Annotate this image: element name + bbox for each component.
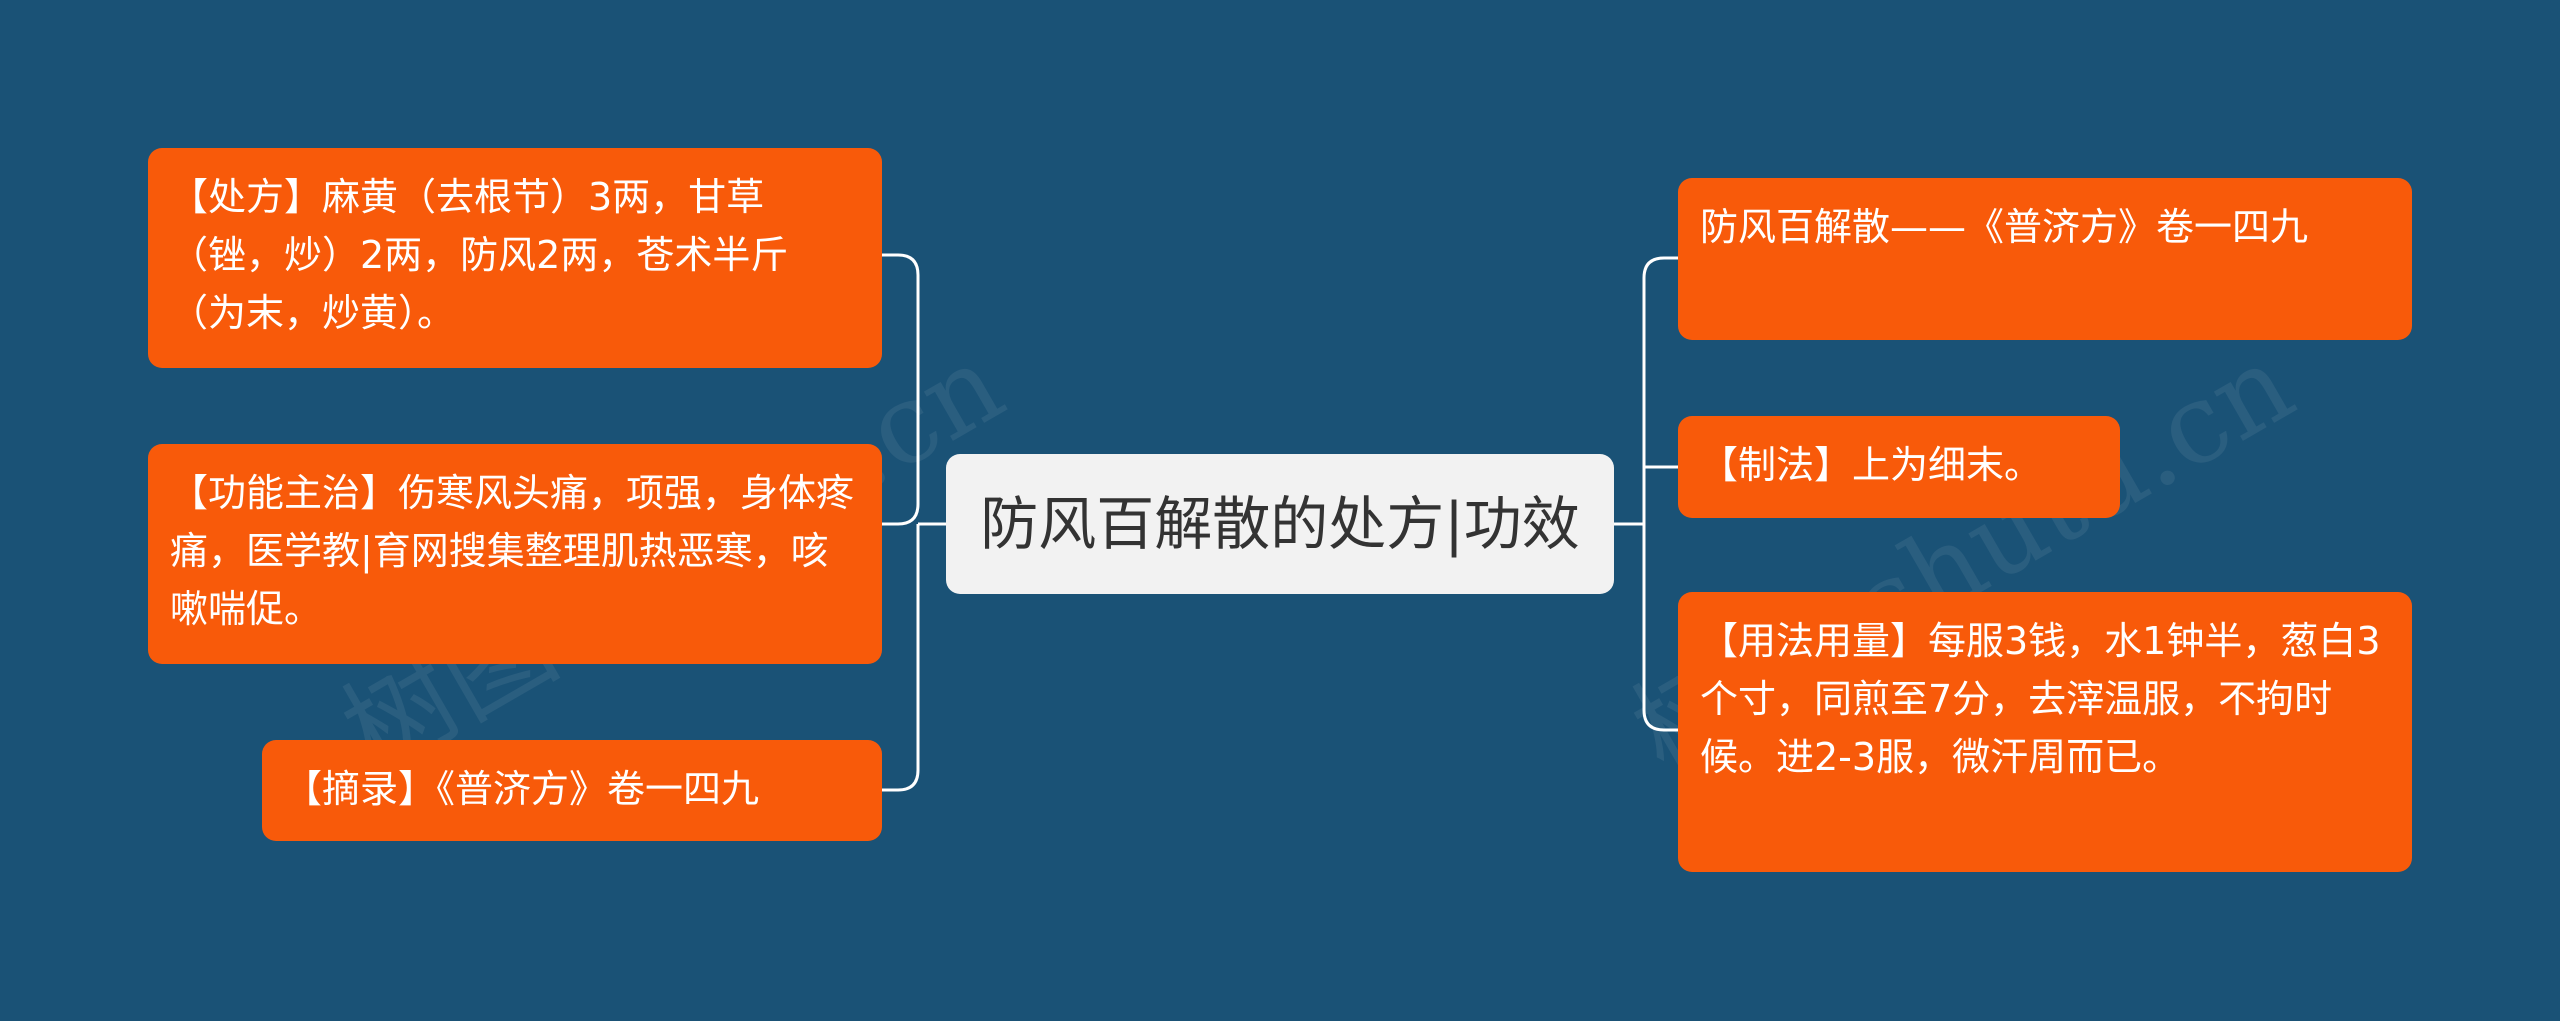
right-node-preparation[interactable]: 【制法】上为细末。 — [1678, 416, 2120, 518]
right-node-source[interactable]: 防风百解散——《普济方》卷一四九 — [1678, 178, 2412, 340]
left-node-prescription[interactable]: 【处方】麻黄（去根节）3两，甘草（锉，炒）2两，防风2两，苍术半斤（为末，炒黄）… — [148, 148, 882, 368]
connector-left-3 — [882, 524, 920, 792]
connector-left-1 — [882, 253, 920, 526]
left-node-excerpt[interactable]: 【摘录】《普济方》卷一四九 — [262, 740, 882, 841]
center-topic[interactable]: 防风百解散的处方|功效 — [946, 454, 1614, 594]
connector-right-1 — [1642, 256, 1678, 732]
left-node-indications[interactable]: 【功能主治】伤寒风头痛，项强，身体疼痛，医学教|育网搜集整理肌热恶寒，咳嗽喘促。 — [148, 444, 882, 664]
right-node-dosage[interactable]: 【用法用量】每服3钱，水1钟半，葱白3个寸，同煎至7分，去滓温服，不拘时候。进2… — [1678, 592, 2412, 872]
